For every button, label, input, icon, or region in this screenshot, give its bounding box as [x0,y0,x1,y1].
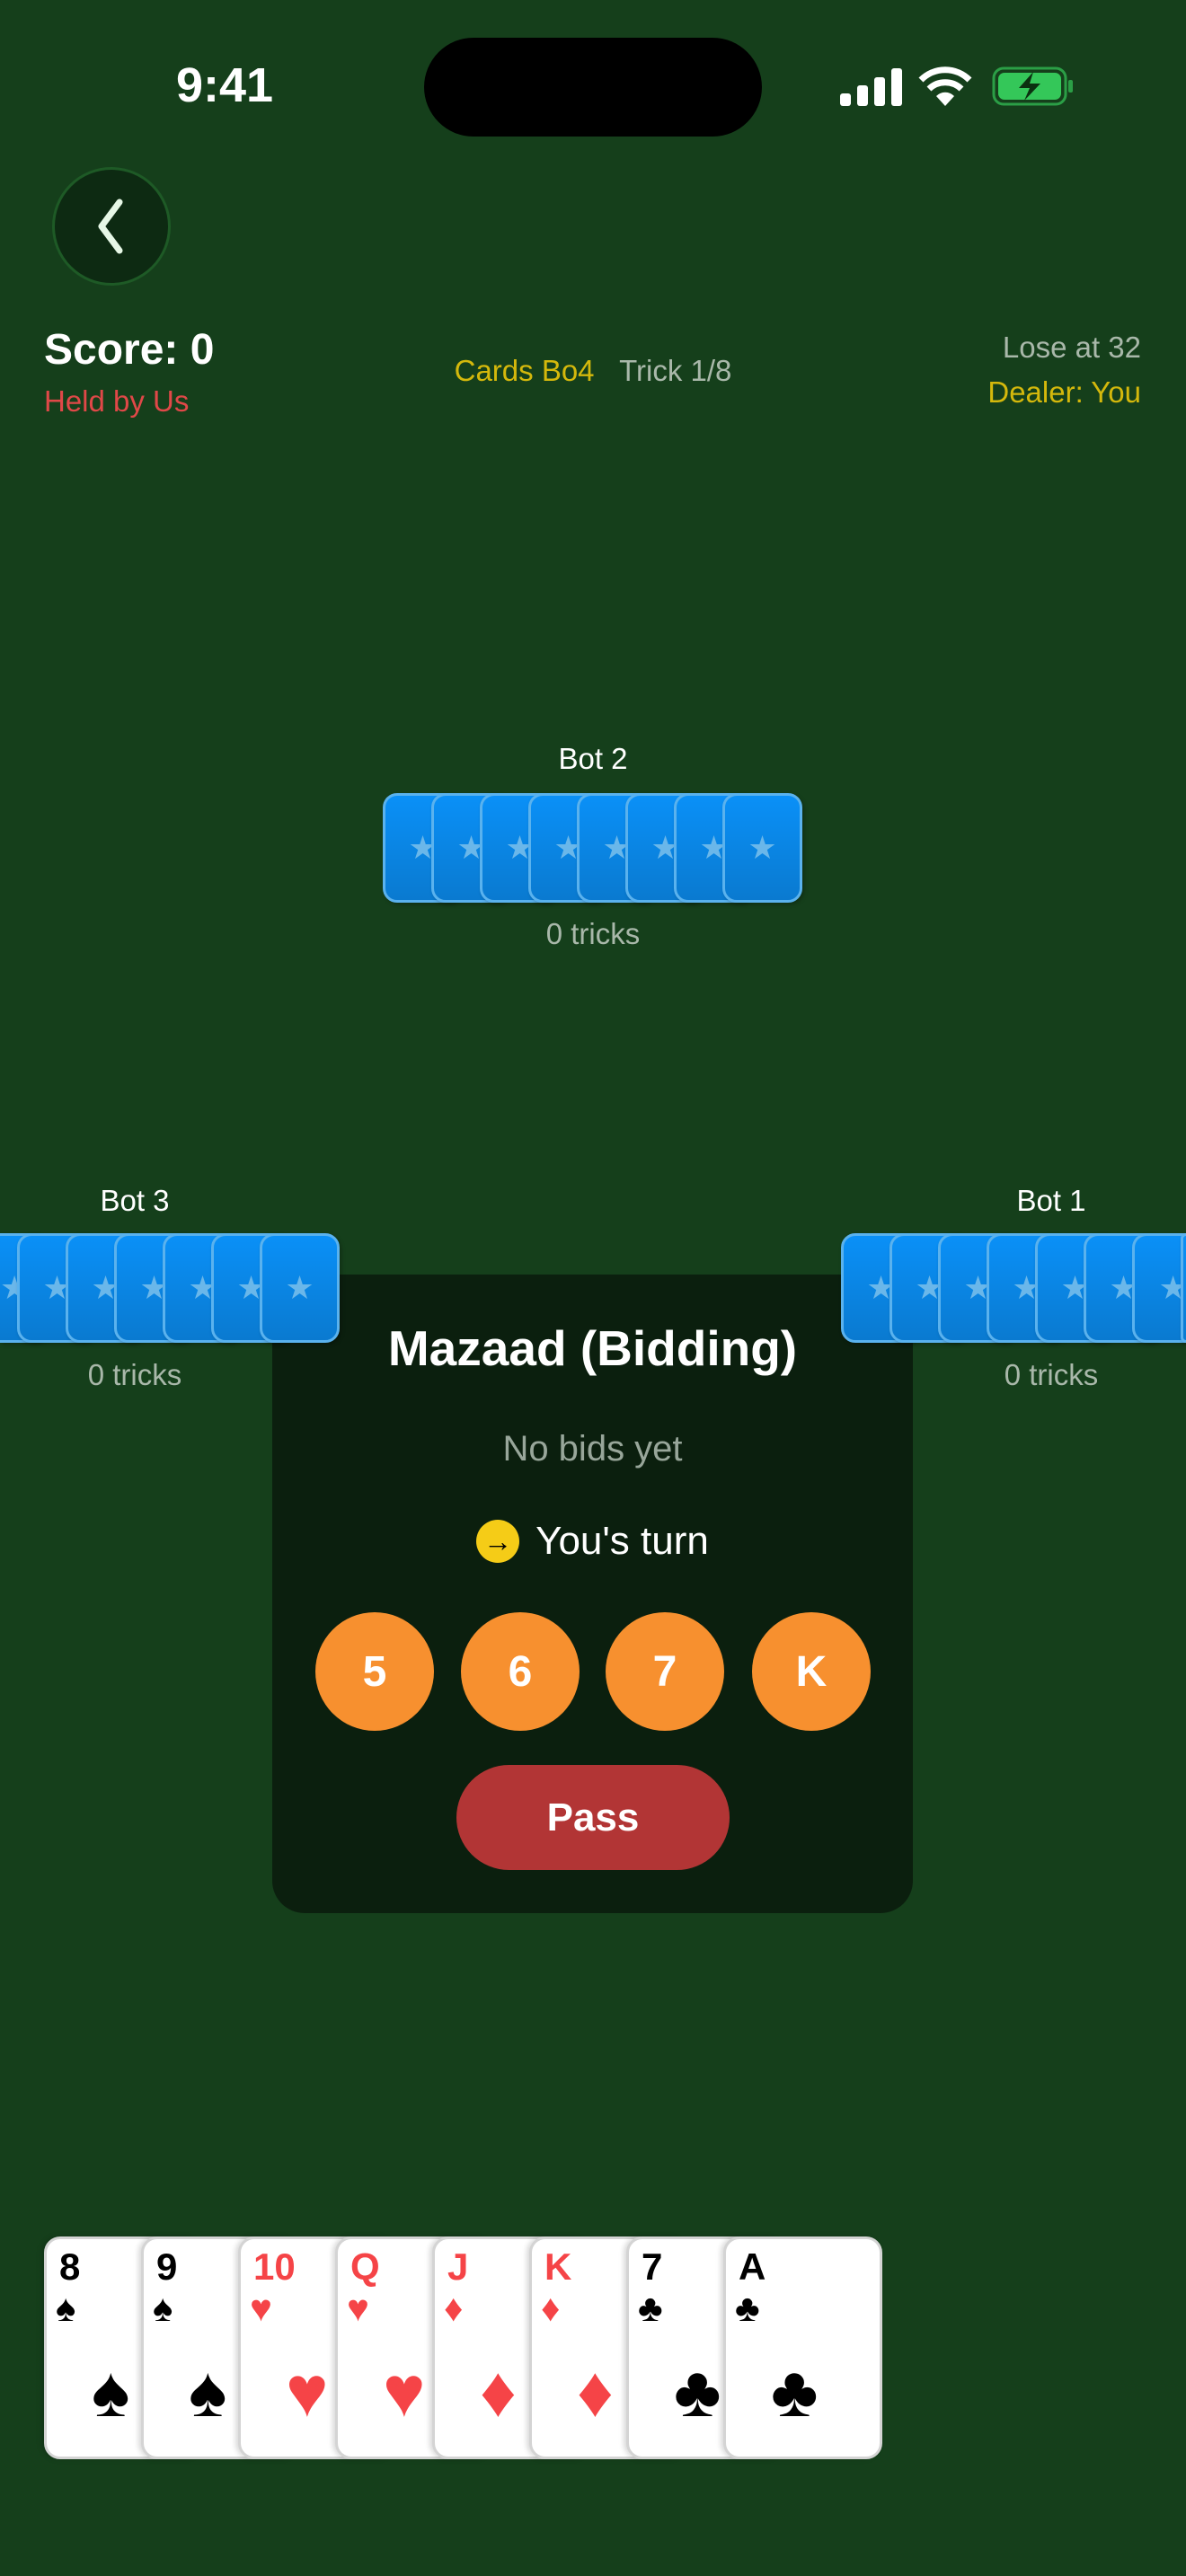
status-time: 9:41 [175,58,274,112]
chevron-left-icon [98,198,123,254]
suit-icon: ♥ [383,2351,426,2431]
card-rank: 8 [59,2245,81,2288]
lose-at: Lose at 32 [1002,331,1141,364]
arrow-right-icon: → [476,1520,520,1563]
suit-icon: ♣ [638,2287,663,2329]
bidding-status: No bids yet [502,1429,683,1469]
bid-button-7[interactable]: 7 [606,1612,724,1731]
battery-charging-icon [992,66,1075,110]
card-rank: K [544,2245,572,2288]
turn-indicator: → You's turn [272,1519,913,1564]
suit-icon: ♠ [153,2287,173,2329]
card-rank: A [739,2245,766,2288]
suit-icon: ♥ [250,2287,272,2329]
suit-icon: ♥ [347,2287,369,2329]
round-info: Cards Bo4 Trick 1/8 [0,354,1186,388]
card-rank: J [447,2245,469,2288]
dealer: Dealer: You [987,375,1141,409]
star-icon: ★ [285,1269,314,1306]
bid-button-6[interactable]: 6 [461,1612,580,1731]
suit-icon: ♣ [771,2351,819,2431]
card-rank: 10 [253,2245,296,2288]
pass-button[interactable]: Pass [456,1765,730,1870]
suit-icon: ♠ [189,2351,227,2431]
suit-icon: ♣ [735,2287,760,2329]
back-button[interactable] [52,167,171,286]
cards-label: Cards Bo4 [454,354,595,387]
bot-2-name: Bot 2 [558,742,628,775]
card-back: ★ [722,793,802,903]
bidding-panel: Mazaad (Bidding) No bids yet → You's turn… [272,1275,913,1913]
dynamic-island [424,38,762,137]
turn-text: You's turn [535,1519,709,1563]
card-rank: 9 [156,2245,178,2288]
suit-icon: ♠ [56,2287,76,2329]
wifi-icon [918,66,972,110]
suit-icon: ♦ [444,2287,464,2329]
bot-1-tricks: 0 tricks [1004,1358,1099,1391]
card-rank: 7 [642,2245,663,2288]
bot-3-hand: ★★★★★★★ [0,1233,1186,1343]
suit-icon: ♦ [577,2351,614,2431]
held-by: Held by Us [44,384,190,418]
bot-1-hand: ★★★★★★★ [0,1233,1186,1343]
bot-2-hand: ★★★★★★★★ [0,793,1186,903]
star-icon: ★ [748,829,777,866]
suit-icon: ♣ [674,2351,721,2431]
card-back [1181,1233,1186,1343]
suit-icon: ♦ [480,2351,517,2431]
bot-3-name: Bot 3 [100,1184,170,1217]
signal-icon [840,68,903,110]
suit-icon: ♠ [92,2351,130,2431]
trick-counter: Trick 1/8 [619,354,732,387]
bot-1-name: Bot 1 [1016,1184,1086,1217]
bot-2-tricks: 0 tricks [545,917,641,950]
bid-button-k[interactable]: K [752,1612,871,1731]
card-rank: Q [350,2245,380,2288]
score: Score: 0 [44,326,215,374]
card-back: ★ [260,1233,340,1343]
bid-button-5[interactable]: 5 [315,1612,434,1731]
bot-3-tricks: 0 tricks [87,1358,182,1391]
card-back: ★ [1132,1233,1186,1343]
suit-icon: ♦ [541,2287,561,2329]
bidding-title: Mazaad (Bidding) [387,1320,798,1376]
hand-card[interactable]: A♣♣ [723,2236,882,2459]
suit-icon: ♥ [286,2351,329,2431]
